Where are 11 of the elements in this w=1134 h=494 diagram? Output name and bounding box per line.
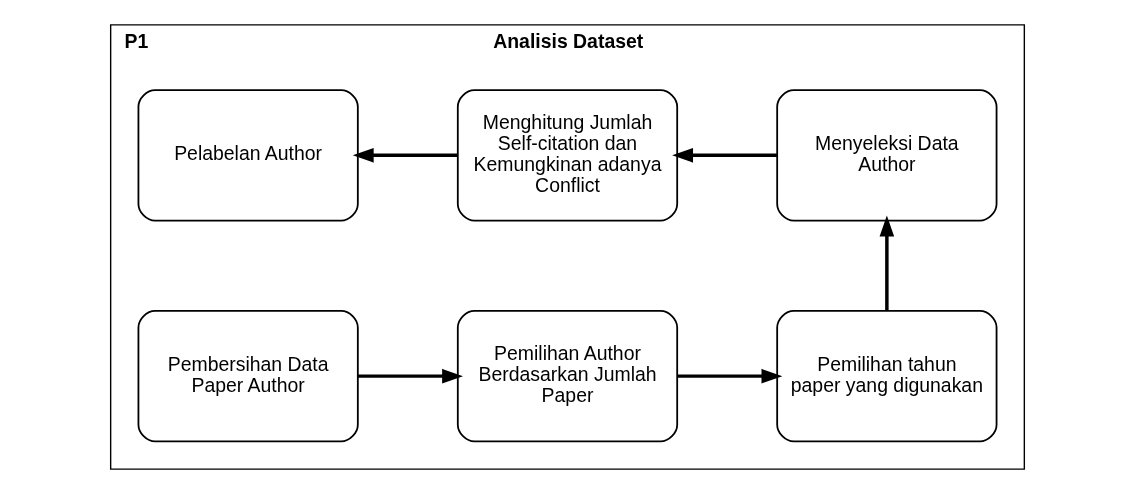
node-box: Pemilihan tahun paper yang digunakan [775, 309, 997, 443]
arrow [671, 148, 777, 163]
arrow [352, 148, 458, 163]
node-box: Menyeleksi Data Author [775, 89, 997, 222]
node-box: Pelabelan Author [137, 89, 359, 222]
node-box: Menghitung Jumlah Self-citation dan Kemungkinan adanya Conflict [456, 89, 678, 222]
arrow [357, 368, 463, 384]
node-box: Pembersihan Data Paper Author [137, 309, 359, 443]
node-box: Pemilihan Author Berdasarkan Jumlah Paper [456, 309, 678, 443]
arrow [676, 368, 782, 384]
arrow [879, 215, 894, 311]
